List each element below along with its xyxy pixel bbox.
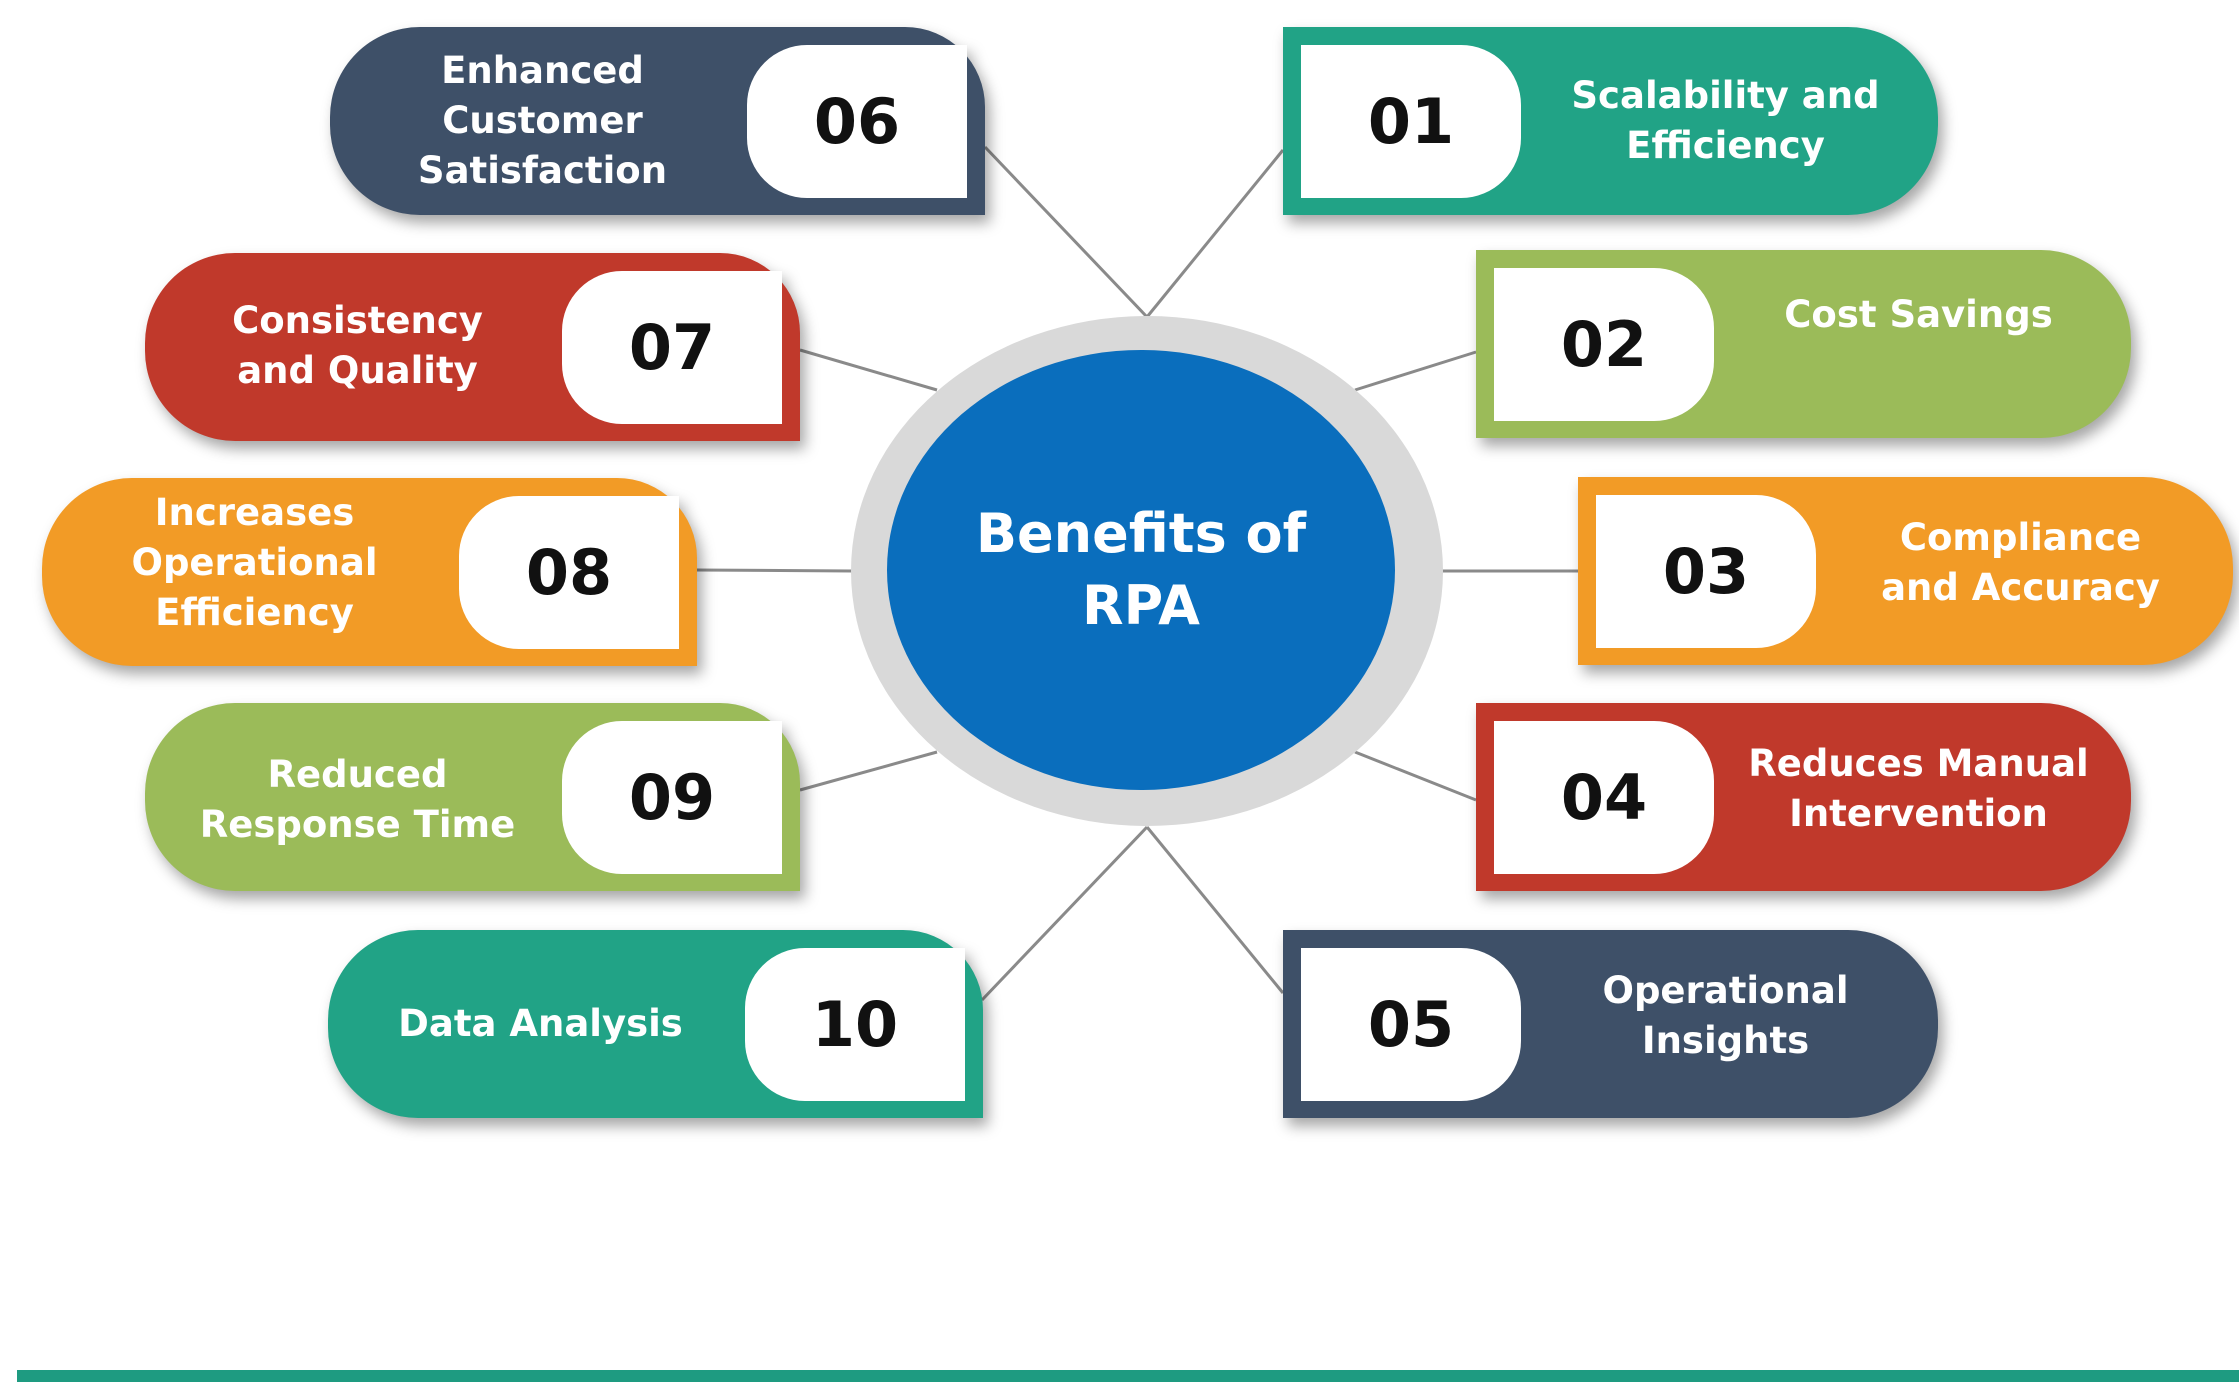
benefit-number: 08 — [459, 496, 679, 649]
benefit-label: Compliance and Accuracy — [1881, 516, 2160, 609]
benefit-card-02: 02 Cost Savings — [1476, 250, 2131, 438]
benefit-label: Enhanced Customer Satisfaction — [417, 49, 668, 192]
connector-01 — [1145, 149, 1285, 318]
connector-06 — [983, 145, 1149, 319]
connector-09 — [799, 750, 938, 792]
hub-title: Benefits of RPA — [887, 350, 1395, 790]
benefit-number: 04 — [1494, 721, 1714, 874]
benefit-label: Consistency and Quality — [232, 299, 483, 392]
benefit-label: Reduces Manual Intervention — [1748, 742, 2089, 835]
benefit-card-03: 03 Compliance and Accuracy — [1578, 477, 2233, 665]
benefit-card-04: 04 Reduces Manual Intervention — [1476, 703, 2131, 891]
connector-08 — [695, 568, 853, 573]
benefit-card-05: 05 Operational Insights — [1283, 930, 1938, 1118]
benefit-label: Data Analysis — [398, 1002, 683, 1045]
connector-07 — [799, 348, 938, 392]
benefit-card-06: 06 Enhanced Customer Satisfaction — [330, 27, 985, 215]
benefit-number: 10 — [745, 948, 965, 1101]
connector-05 — [1145, 826, 1285, 994]
benefit-number: 02 — [1494, 268, 1714, 421]
footer-bar — [17, 1370, 2239, 1382]
benefit-label: Scalability and Efficiency — [1571, 74, 1880, 167]
benefit-label: Operational Insights — [1602, 969, 1849, 1062]
connector-04 — [1354, 750, 1477, 802]
benefit-card-08: 08 Increases Operational Efficiency — [42, 478, 697, 666]
benefit-card-10: 10 Data Analysis — [328, 930, 983, 1118]
benefit-label: Cost Savings — [1784, 293, 2053, 336]
benefit-number: 05 — [1301, 948, 1521, 1101]
benefit-number: 01 — [1301, 45, 1521, 198]
benefit-number: 06 — [747, 45, 967, 198]
benefit-card-01: 01 Scalability and Efficiency — [1283, 27, 1938, 215]
connector-10 — [980, 825, 1149, 1002]
benefit-label: Reduced Response Time — [199, 753, 516, 846]
benefit-card-07: 07 Consistency and Quality — [145, 253, 800, 441]
benefit-number: 09 — [562, 721, 782, 874]
benefit-card-09: 09 Reduced Response Time — [145, 703, 800, 891]
benefit-label: Increases Operational Efficiency — [131, 491, 378, 634]
benefit-number: 03 — [1596, 495, 1816, 648]
benefit-number: 07 — [562, 271, 782, 424]
connector-02 — [1354, 350, 1477, 392]
